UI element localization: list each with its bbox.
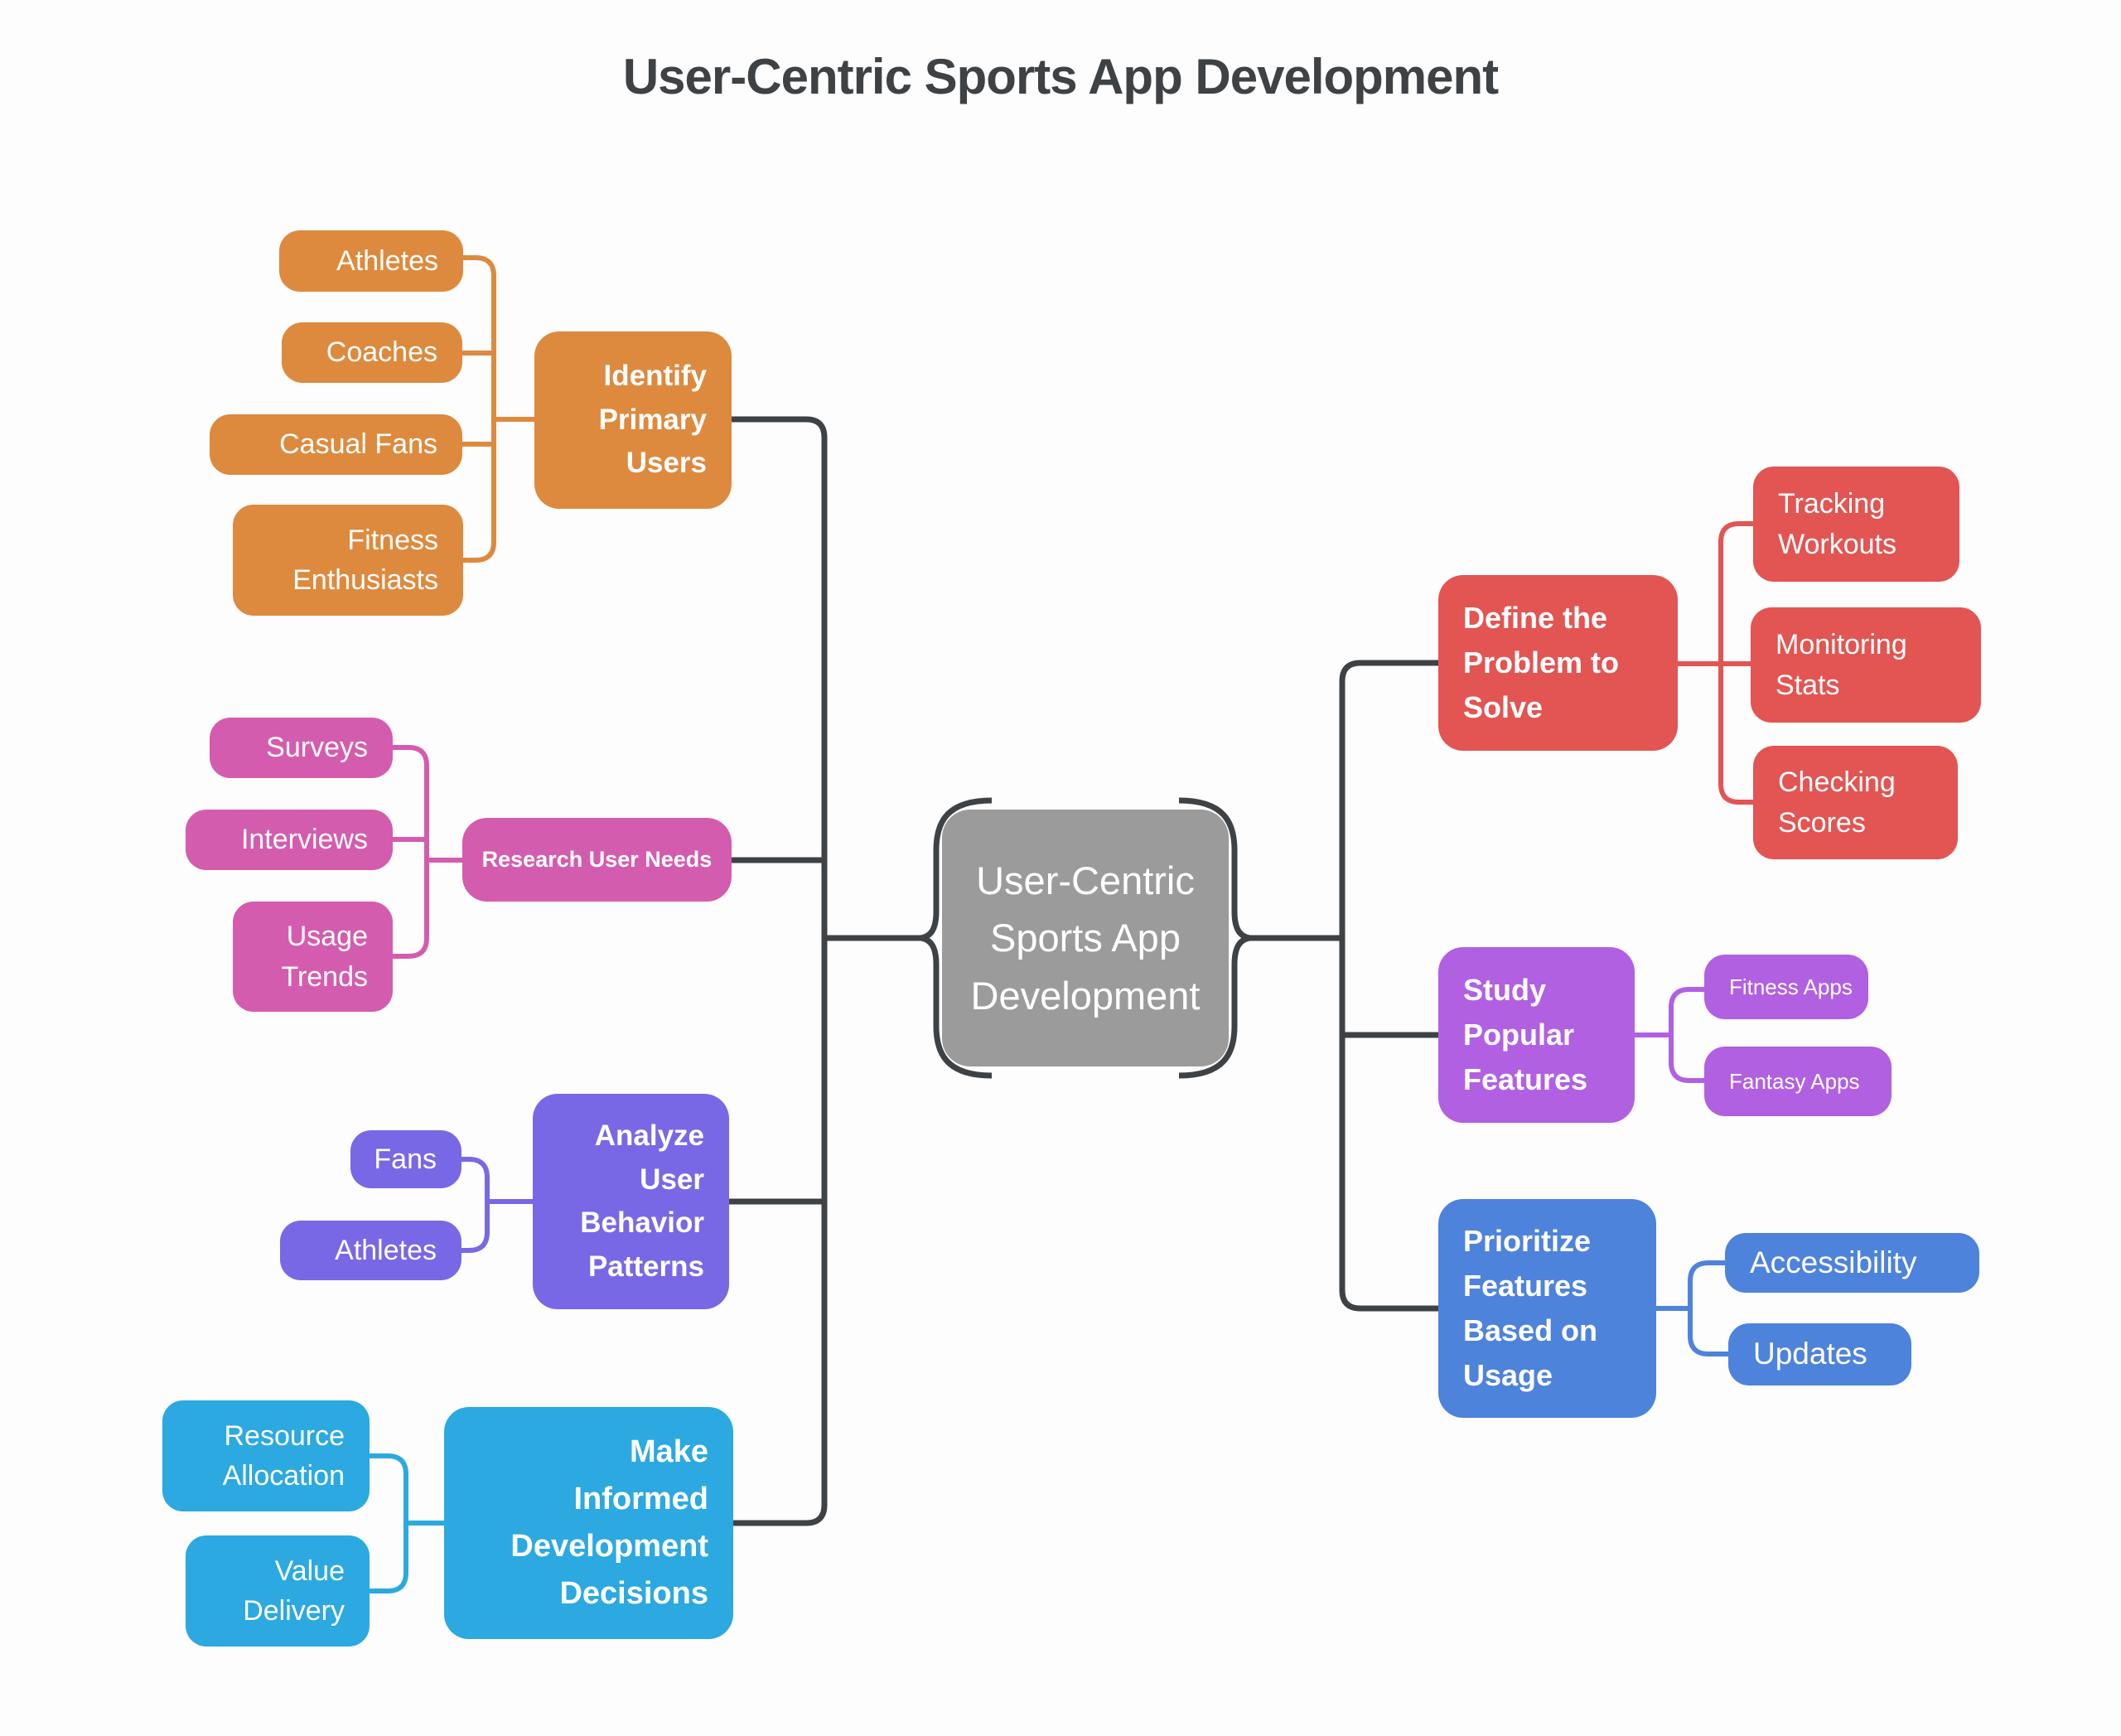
node-fantasy-apps[interactable]: Fantasy Apps — [1704, 1047, 1892, 1116]
node-fitness-apps[interactable]: Fitness Apps — [1704, 955, 1868, 1019]
node-coaches[interactable]: Coaches — [282, 322, 462, 383]
node-monitoring-stats[interactable]: Monitoring Stats — [1751, 607, 1981, 723]
node-checking-scores[interactable]: Checking Scores — [1753, 746, 1958, 859]
node-tracking-workouts[interactable]: Tracking Workouts — [1753, 467, 1959, 582]
node-athletes[interactable]: Athletes — [279, 230, 463, 292]
branch-make-informed-development-decisions[interactable]: Make Informed Development Decisions — [444, 1407, 733, 1639]
diagram-title: User-Centric Sports App Development — [622, 49, 1499, 104]
node-usage-trends[interactable]: Usage Trends — [233, 902, 393, 1012]
node-casual-fans[interactable]: Casual Fans — [210, 414, 462, 475]
branch-study-popular-features[interactable]: Study Popular Features — [1438, 947, 1635, 1123]
red-branch-connectors — [1678, 521, 1753, 805]
branch-research-user-needs[interactable]: Research User Needs — [462, 818, 732, 902]
node-updates[interactable]: Updates — [1728, 1323, 1911, 1385]
connector-right-bus — [1339, 660, 1438, 1312]
pink-branch-connectors — [393, 745, 462, 959]
central-topic[interactable]: User-Centric Sports App Development — [942, 810, 1229, 1066]
node-surveys[interactable]: Surveys — [210, 718, 393, 778]
violet-branch-connectors — [1635, 987, 1713, 1083]
main-connectors — [729, 416, 1438, 1526]
node-fitness-enthusiasts[interactable]: Fitness Enthusiasts — [233, 505, 463, 616]
orange-branch-connectors — [462, 255, 534, 563]
branch-analyze-user-behavior-patterns[interactable]: Analyze User Behavior Patterns — [533, 1094, 729, 1309]
node-value-delivery[interactable]: Value Delivery — [186, 1535, 370, 1647]
purple-branch-connectors — [461, 1157, 533, 1253]
branch-identify-primary-users[interactable]: Identify Primary Users — [534, 331, 732, 509]
connector-left-bus — [732, 416, 828, 1526]
central-right-brace — [1178, 797, 1250, 1079]
branch-prioritize-features-based-on-usage[interactable]: Prioritize Features Based on Usage — [1438, 1199, 1656, 1418]
node-resource-allocation[interactable]: Resource Allocation — [162, 1400, 370, 1511]
central-left-brace — [920, 797, 993, 1079]
node-accessibility[interactable]: Accessibility — [1725, 1233, 1979, 1293]
blue-branch-connectors — [1656, 1260, 1728, 1356]
branch-define-the-problem-to-solve[interactable]: Define the Problem to Solve — [1438, 575, 1678, 751]
node-athletes-2[interactable]: Athletes — [280, 1221, 461, 1280]
node-interviews[interactable]: Interviews — [186, 810, 393, 870]
node-fans[interactable]: Fans — [350, 1130, 461, 1188]
cyan-branch-connectors — [370, 1453, 444, 1593]
